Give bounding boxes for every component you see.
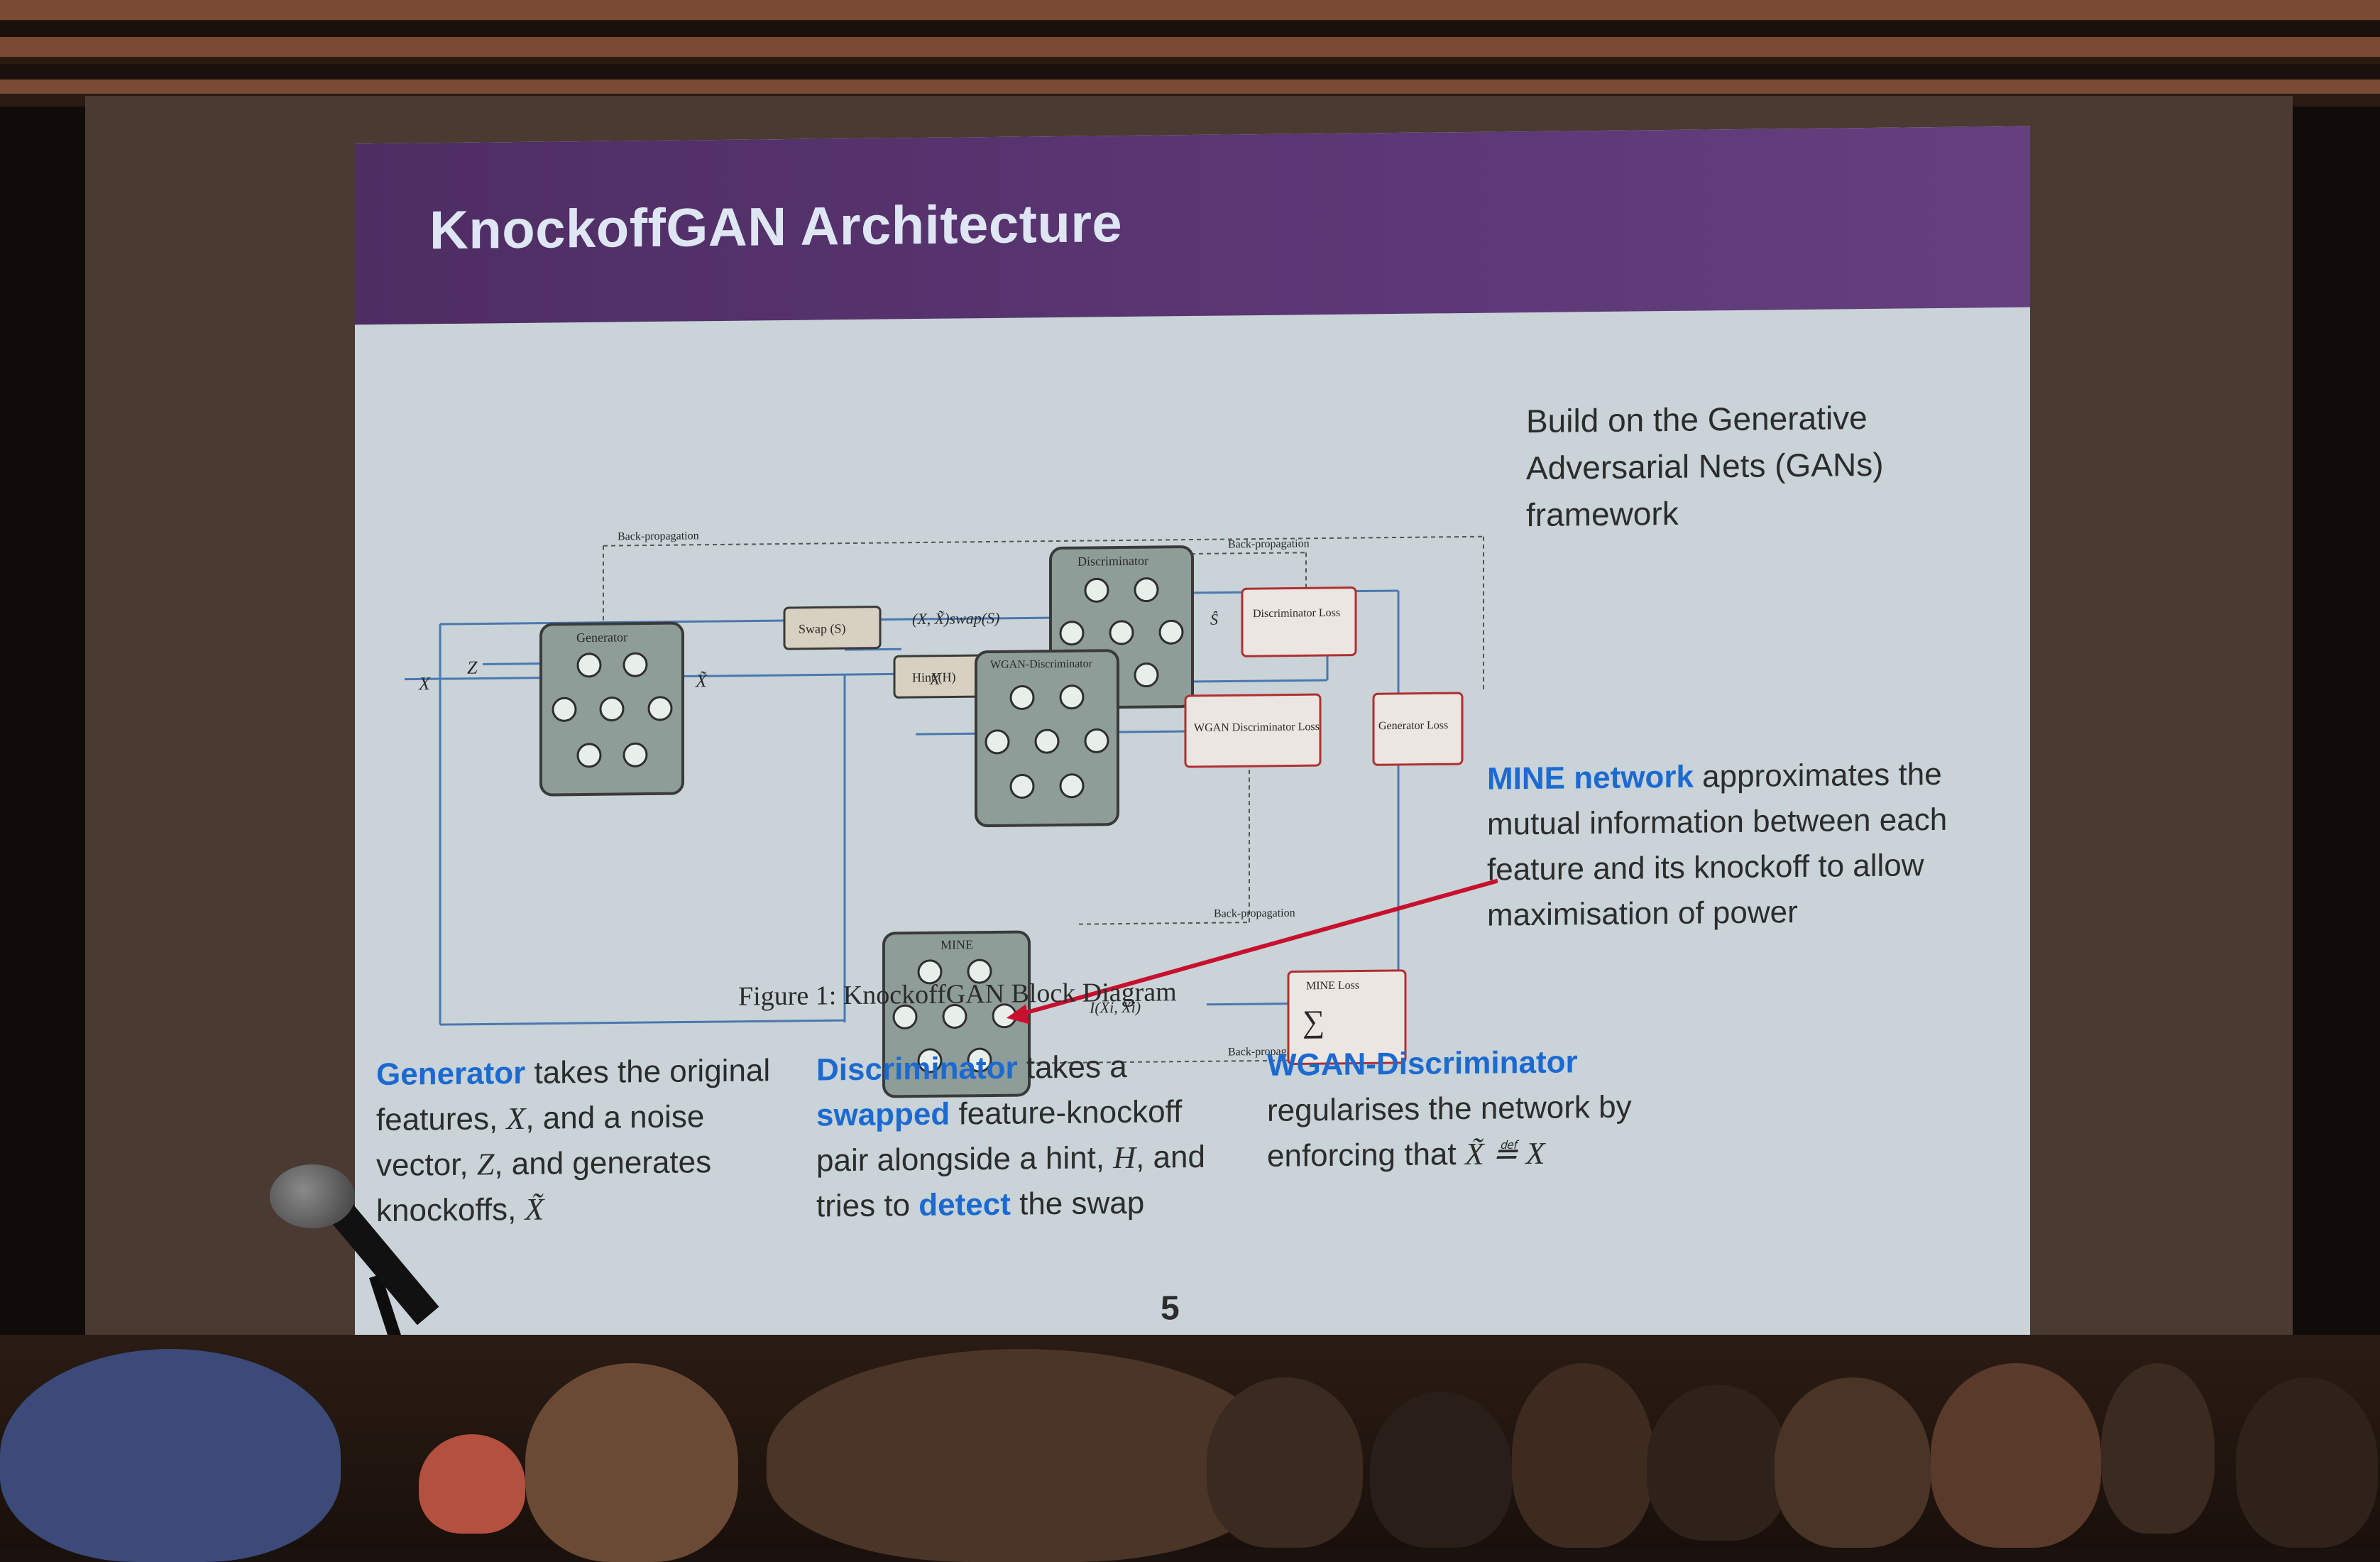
intro-text: Build on the Generative Adversarial Nets… (1526, 393, 1980, 538)
mine-description: MINE network approximates the mutual inf… (1487, 751, 1984, 938)
audience-head (1931, 1363, 2101, 1548)
generator-block: Generator (541, 623, 683, 795)
audience-head (1370, 1392, 1512, 1548)
audience-head (419, 1434, 525, 1534)
math-h: H (1113, 1140, 1136, 1175)
audience-head (1775, 1377, 1931, 1548)
backprop-label: Back-propagation (1228, 537, 1310, 550)
wgan-text: regularises the network by enforcing tha… (1267, 1090, 1632, 1174)
slide-title: KnockoffGAN Architecture (429, 192, 1122, 261)
generator-loss-block: Generator Loss (1373, 693, 1462, 765)
audience-head (525, 1363, 738, 1562)
z-input-label: Z (467, 657, 478, 678)
audience-head (767, 1349, 1278, 1562)
wgan-loss-label: WGAN Discriminator Loss (1194, 721, 1320, 734)
figure-caption: Figure 1: KnockoffGAN Block Diagram (738, 976, 1177, 1012)
mine-highlight: MINE network (1487, 760, 1694, 797)
wgan-discriminator-block: WGAN-Discriminator (976, 650, 1118, 826)
backprop-label: Back-propagation (1214, 907, 1295, 919)
wgan-highlight: WGAN-Discriminator (1267, 1038, 1707, 1088)
swap-label: Swap (S) (799, 621, 846, 637)
audience-head-cap (0, 1349, 341, 1562)
generator-label: Generator (576, 630, 627, 645)
audience (0, 1335, 2380, 1549)
detect-highlight: detect (918, 1187, 1011, 1223)
ceiling-beam (0, 21, 2380, 37)
slide-title-bar: KnockoffGAN Architecture (355, 126, 2030, 325)
s-hat-label: Ŝ (1210, 611, 1218, 628)
page-number: 5 (1161, 1289, 1180, 1328)
mine-loss-label: MINE Loss (1306, 980, 1359, 993)
generator-highlight: Generator (376, 1056, 525, 1092)
audience-head (1207, 1377, 1363, 1548)
ceiling-beam (0, 64, 2380, 80)
generator-description: Generator takes the original features, X… (376, 1048, 774, 1234)
wgan-description: WGAN-Discriminator regularises the netwo… (1267, 1038, 1707, 1179)
sum-icon: ∑ (1303, 1004, 1325, 1039)
audience-head (2236, 1377, 2378, 1548)
math-equality: X̃ ≝ X (1465, 1136, 1545, 1172)
discriminator-loss-label: Discriminator Loss (1253, 607, 1340, 620)
discriminator-highlight: Discriminator (816, 1051, 1018, 1088)
mine-label: MINE (941, 937, 973, 951)
audience-head (1647, 1384, 1789, 1541)
audience-head (2101, 1363, 2215, 1534)
math-z: Z (477, 1147, 494, 1181)
discriminator-text: takes a (1018, 1049, 1127, 1086)
swap-output-label: (X, X̃)swap(S) (912, 609, 999, 628)
discriminator-text: the swap (1011, 1186, 1144, 1222)
audience-head (1512, 1363, 1654, 1548)
wgan-loss-block: WGAN Discriminator Loss (1185, 694, 1320, 767)
generator-loss-label: Generator Loss (1378, 719, 1448, 732)
xtilde-label: X̃ (695, 670, 708, 691)
discriminator-description: Discriminator takes a swapped feature-kn… (816, 1043, 1242, 1229)
presentation-slide: KnockoffGAN Architecture (355, 126, 2030, 1372)
discriminator-loss-block: Discriminator Loss (1242, 588, 1356, 657)
swap-block: Swap (S) (784, 607, 880, 649)
microphone (270, 1164, 355, 1228)
discriminator-label: Discriminator (1077, 554, 1148, 569)
x-wgan-input-label: X (929, 670, 941, 689)
backprop-label: Back-propagation (618, 530, 699, 542)
swapped-highlight: swapped (816, 1097, 950, 1133)
math-xtilde: X̃ (525, 1192, 544, 1227)
x-input-label: X (418, 673, 431, 694)
math-x: X (506, 1101, 525, 1136)
wgan-discriminator-label: WGAN-Discriminator (990, 657, 1093, 671)
